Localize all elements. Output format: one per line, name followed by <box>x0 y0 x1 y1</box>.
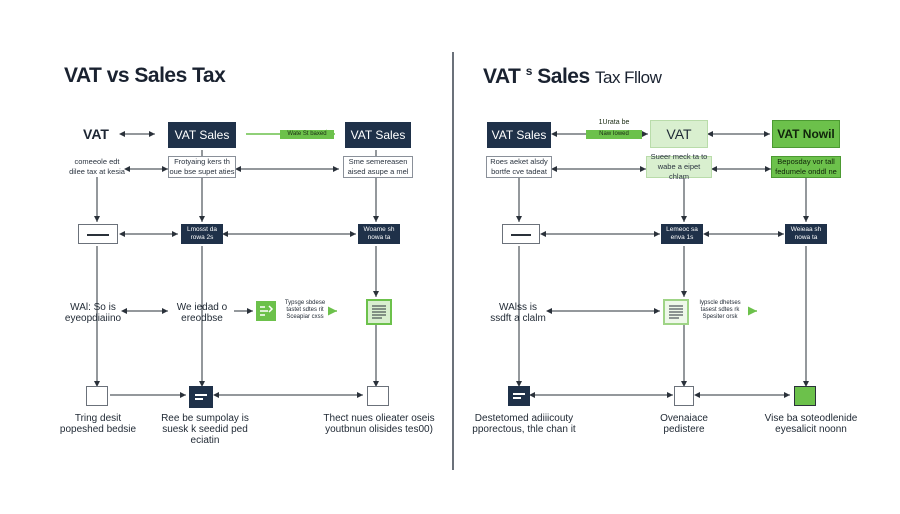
right-vat-box: VAT <box>650 120 708 148</box>
left-green-icon <box>256 301 276 321</box>
right-top-label-1: 1Urata be <box>598 119 630 126</box>
left-bottom-node-1 <box>86 386 108 406</box>
left-vat-sales-box-2: VAT Sales <box>345 122 411 148</box>
right-bottom-node-1 <box>508 386 530 406</box>
left-bottom-node-2 <box>189 386 213 408</box>
left-green-arrow-label: Wate St baxed <box>280 130 334 139</box>
right-bottom-node-3 <box>794 386 816 406</box>
panel-divider <box>452 52 454 470</box>
right-vat-sales-box: VAT Sales <box>487 122 551 148</box>
left-vat-sales-box-1: VAT Sales <box>168 122 236 148</box>
right-top-label-2: Naw Iowed <box>586 130 642 139</box>
left-vat-label: VAT <box>83 126 109 142</box>
left-document-icon <box>366 299 392 325</box>
left-title: VAT vs Sales Tax <box>64 64 226 87</box>
left-node-empty <box>78 224 118 244</box>
right-node-empty <box>502 224 540 244</box>
right-document-icon <box>663 299 689 325</box>
right-title: VAT s Sales Tax Fllow <box>483 64 662 88</box>
right-bottom-node-2 <box>674 386 694 406</box>
left-bottom-node-3 <box>367 386 389 406</box>
right-vat-nowil-box: VAT Nowil <box>772 120 840 148</box>
